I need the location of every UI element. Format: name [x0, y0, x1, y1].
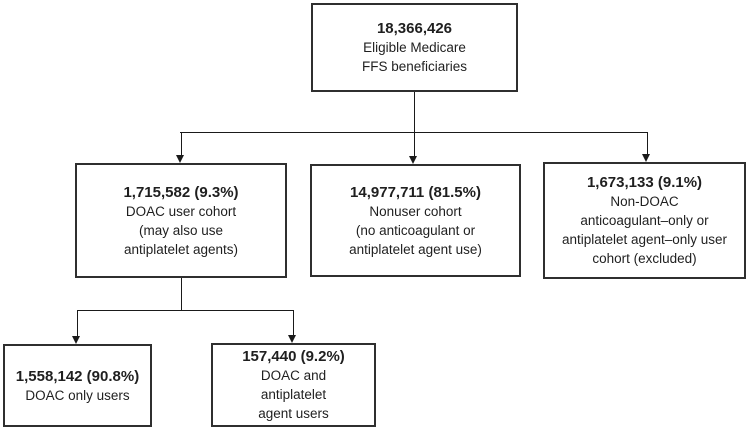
- node-value: 18,366,426: [376, 20, 453, 37]
- node-doac-user-cohort: 1,715,582 (9.3%) DOAC user cohort (may a…: [75, 163, 287, 278]
- node-label-line: cohort (excluded): [592, 251, 697, 266]
- node-value: 1,673,133 (9.1%): [586, 174, 703, 191]
- node-label-line: anticoagulant–only or: [580, 213, 709, 228]
- node-label-line: DOAC user cohort: [125, 203, 237, 219]
- connector-doac-user-stem: [180, 278, 182, 311]
- node-label-line: FFS beneficiaries: [361, 59, 468, 74]
- node-value: 157,440 (9.2%): [242, 348, 345, 365]
- node-label-line: agent users: [258, 406, 329, 421]
- arrowhead-down-icon: [409, 156, 417, 164]
- node-nonuser-cohort: 14,977,711 (81.5%) Nonuser cohort (no an…: [310, 164, 521, 277]
- arrowhead-down-icon: [176, 155, 184, 163]
- node-label-line: (no anticoagulant or: [355, 222, 476, 238]
- node-label-line: antiplatelet agent use): [349, 241, 482, 257]
- arrowhead-down-icon: [288, 335, 296, 343]
- arrowhead-down-icon: [642, 154, 650, 162]
- connector-bottom-branch: [76, 309, 294, 311]
- connector-drop-nonuser: [413, 132, 415, 156]
- connector-root-stem: [413, 92, 415, 132]
- node-label-line: Nonuser cohort: [369, 203, 462, 219]
- node-non-doac-excluded-cohort: 1,673,133 (9.1%) Non-DOAC anticoagulant–…: [543, 162, 746, 279]
- arrowhead-down-icon: [72, 336, 80, 344]
- node-eligible-medicare: 18,366,426 Eligible Medicare FFS benefic…: [311, 3, 518, 92]
- node-label-line: (may also use: [138, 222, 224, 238]
- node-value: 14,977,711 (81.5%): [350, 183, 481, 201]
- node-value: 1,715,582 (9.3%): [123, 183, 239, 201]
- node-label-line: DOAC and: [260, 368, 327, 383]
- node-label-line: antiplatelet agent–only user: [561, 232, 728, 247]
- connector-drop-doac-antiplatelet: [292, 309, 294, 336]
- node-doac-only-users: 1,558,142 (90.8%) DOAC only users: [3, 344, 152, 427]
- node-label-line: Non-DOAC: [610, 194, 679, 209]
- node-label-line: Eligible Medicare: [363, 40, 466, 55]
- connector-drop-non-doac: [646, 131, 648, 155]
- node-value: 1,558,142 (90.8%): [15, 367, 140, 385]
- node-label-line: DOAC only users: [25, 387, 130, 403]
- node-label-line: antiplatelet agents): [123, 241, 239, 257]
- node-doac-antiplatelet-users: 157,440 (9.2%) DOAC and antiplatelet age…: [211, 343, 376, 427]
- connector-drop-doac-user: [180, 131, 182, 156]
- node-label-line: antiplatelet: [260, 387, 327, 402]
- connector-drop-doac-only: [76, 309, 78, 337]
